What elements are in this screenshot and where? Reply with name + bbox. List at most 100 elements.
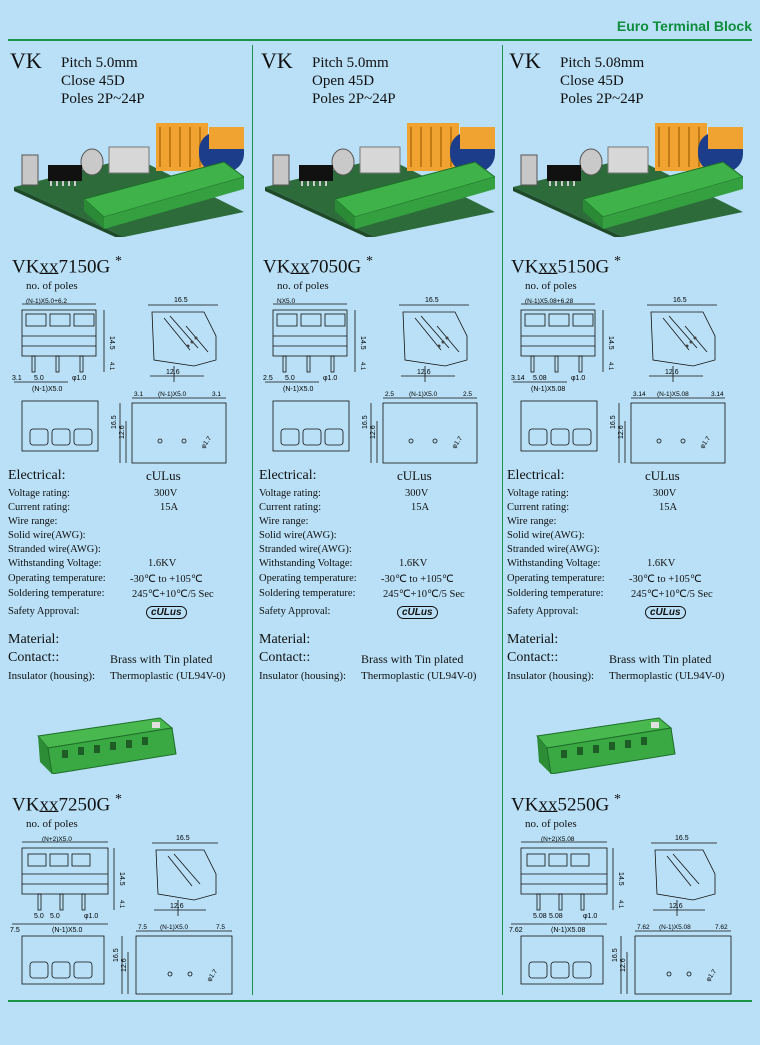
solid-label: Solid wire(AWG): (259, 530, 337, 541)
stranded-label: Stranded wire(AWG): (507, 544, 600, 555)
insulator-label: Insulator (housing): (507, 670, 595, 682)
cert-text: cULus (645, 468, 680, 483)
cert-text: cULus (397, 468, 432, 483)
front-view-drawing: NX5.0 14.5 4.1 2.5 5.0 φ1.0 (N-1)X5.0 (263, 298, 366, 393)
svg-text:16.5: 16.5 (174, 297, 188, 304)
voltage-value: 300V (653, 488, 677, 499)
svg-text:φ1.7: φ1.7 (206, 968, 220, 983)
no-of-poles-label: no. of poles (26, 280, 78, 292)
svg-text:5.0: 5.0 (285, 375, 295, 382)
model-number: VKxx7150G * (12, 254, 122, 278)
svg-text:7.62: 7.62 (509, 927, 523, 934)
svg-text:16.5: 16.5 (673, 297, 687, 304)
svg-text:7.5: 7.5 (138, 924, 147, 931)
svg-text:4.1: 4.1 (108, 362, 114, 371)
svg-text:16.5: 16.5 (610, 415, 617, 429)
svg-text:(N-1)X5.08: (N-1)X5.08 (531, 386, 565, 393)
stranded-label: Stranded wire(AWG): (259, 544, 352, 555)
electrical-label: Electrical: (259, 468, 317, 483)
svg-text:4.1: 4.1 (359, 362, 365, 371)
svg-text:7.62: 7.62 (715, 924, 728, 931)
svg-text:(N-1)X5.08: (N-1)X5.08 (657, 391, 689, 398)
svg-text:14.5: 14.5 (118, 872, 125, 886)
svg-text:14.5: 14.5 (359, 336, 366, 350)
pitch-text: Pitch 5.08mm (560, 55, 645, 71)
svg-text:5.08: 5.08 (533, 375, 547, 382)
svg-text:3.14: 3.14 (711, 391, 724, 398)
side-view-drawing: 16.5 12.6 (647, 297, 717, 382)
svg-text:16.5: 16.5 (362, 415, 369, 429)
solder-value: 245℃+10℃/5 Sec (631, 589, 713, 600)
optemp-label: Operating temperature: (259, 573, 357, 584)
insulator-label: Insulator (housing): (8, 670, 96, 682)
product-bottom-1: VKxx7250G * no. of poles (N+2)X5.0 14.5 … (6, 700, 254, 1000)
poles-text: Poles 2P~24P (61, 91, 145, 107)
solid-label: Solid wire(AWG): (8, 530, 86, 541)
contact-value: Brass with Tin plated (110, 652, 213, 666)
poles-text: Poles 2P~24P (560, 91, 644, 107)
side-view-drawing: 16.5 12.6 (148, 297, 218, 382)
solder-value: 245℃+10℃/5 Sec (383, 589, 465, 600)
no-of-poles-label: no. of poles (26, 818, 78, 830)
model-number: VKxx7050G * (263, 254, 373, 278)
side-view-drawing: 16.5 12.6 (152, 835, 218, 916)
pitch-text: Pitch 5.0mm (312, 55, 389, 71)
pitch-text: Pitch 5.0mm (61, 55, 138, 71)
withstand-value: 1.6KV (647, 558, 676, 569)
svg-text:3.1: 3.1 (12, 375, 22, 382)
svg-text:14.5: 14.5 (607, 336, 614, 350)
series-specs: Pitch 5.0mm Open 45D Poles 2P~24P (312, 54, 396, 108)
svg-text:16.5: 16.5 (111, 415, 118, 429)
ul-mark-icon: cULus (645, 606, 686, 619)
material-label: Material: (8, 632, 60, 647)
product-column-2: VK Pitch 5.0mm Open 45D Poles 2P~24P VKx… (257, 44, 505, 1004)
style-text: Open 45D (312, 73, 375, 89)
solder-label: Soldering temperature: (507, 588, 604, 599)
optemp-value: -30℃ to +105℃ (381, 574, 454, 585)
svg-text:7.5: 7.5 (10, 927, 20, 934)
svg-text:(N-1)X5.08: (N-1)X5.08 (551, 927, 585, 934)
solder-label: Soldering temperature: (8, 588, 105, 599)
stranded-label: Stranded wire(AWG): (8, 544, 101, 555)
svg-text:16.5: 16.5 (612, 948, 619, 962)
contact-label: Contact:: (259, 650, 311, 665)
optemp-value: -30℃ to +105℃ (629, 574, 702, 585)
svg-text:5.0: 5.0 (34, 375, 44, 382)
product-column-3: VK Pitch 5.08mm Close 45D Poles 2P~24P V… (505, 44, 753, 1004)
svg-text:φ1.7: φ1.7 (200, 435, 214, 450)
svg-text:φ1.0: φ1.0 (571, 375, 585, 382)
svg-text:φ1.7: φ1.7 (699, 435, 713, 450)
insulator-value: Thermoplastic (UL94V-0) (609, 670, 725, 682)
svg-text:12.6: 12.6 (669, 903, 683, 910)
optemp-value: -30℃ to +105℃ (130, 574, 203, 585)
svg-text:2.5: 2.5 (263, 375, 273, 382)
model-number: VKxx7250G * (12, 792, 122, 816)
svg-text:(N-1)X5.08: (N-1)X5.08 (659, 924, 691, 931)
no-of-poles-label: no. of poles (277, 280, 329, 292)
voltage-label: Voltage rating: (8, 488, 70, 499)
svg-text:12.6: 12.6 (170, 903, 184, 910)
svg-text:φ1.0: φ1.0 (323, 375, 337, 382)
svg-text:12.6: 12.6 (166, 369, 180, 376)
product-column-1: VK Pitch 5.0mm Close 45D Poles 2P~24P VK… (6, 44, 254, 1004)
series-name: VK (261, 48, 293, 73)
optemp-label: Operating temperature: (8, 573, 106, 584)
no-of-poles-label: no. of poles (525, 280, 577, 292)
svg-text:φ1.0: φ1.0 (84, 913, 98, 920)
front-view-drawing: (N+2)X5.0 14.5 4.1 5.0 5.0 φ1.0 7.5 (N-1… (10, 836, 125, 934)
contact-value: Brass with Tin plated (609, 652, 712, 666)
series-name: VK (10, 48, 42, 73)
voltage-label: Voltage rating: (507, 488, 569, 499)
model-number: VKxx5150G * (511, 254, 621, 278)
current-label: Current rating: (507, 502, 570, 513)
withstand-label: Withstanding Voltage: (259, 558, 353, 569)
pcb-photo-illustration (14, 123, 244, 237)
side-view-drawing: 16.5 12.6 (399, 297, 469, 382)
column-divider-1 (252, 45, 253, 995)
svg-text:7.62: 7.62 (637, 924, 650, 931)
withstand-value: 1.6KV (148, 558, 177, 569)
safety-label: Safety Approval: (8, 606, 80, 617)
svg-text:12.6: 12.6 (121, 958, 128, 972)
svg-text:3.14: 3.14 (511, 375, 525, 382)
svg-text:16.5: 16.5 (425, 297, 439, 304)
